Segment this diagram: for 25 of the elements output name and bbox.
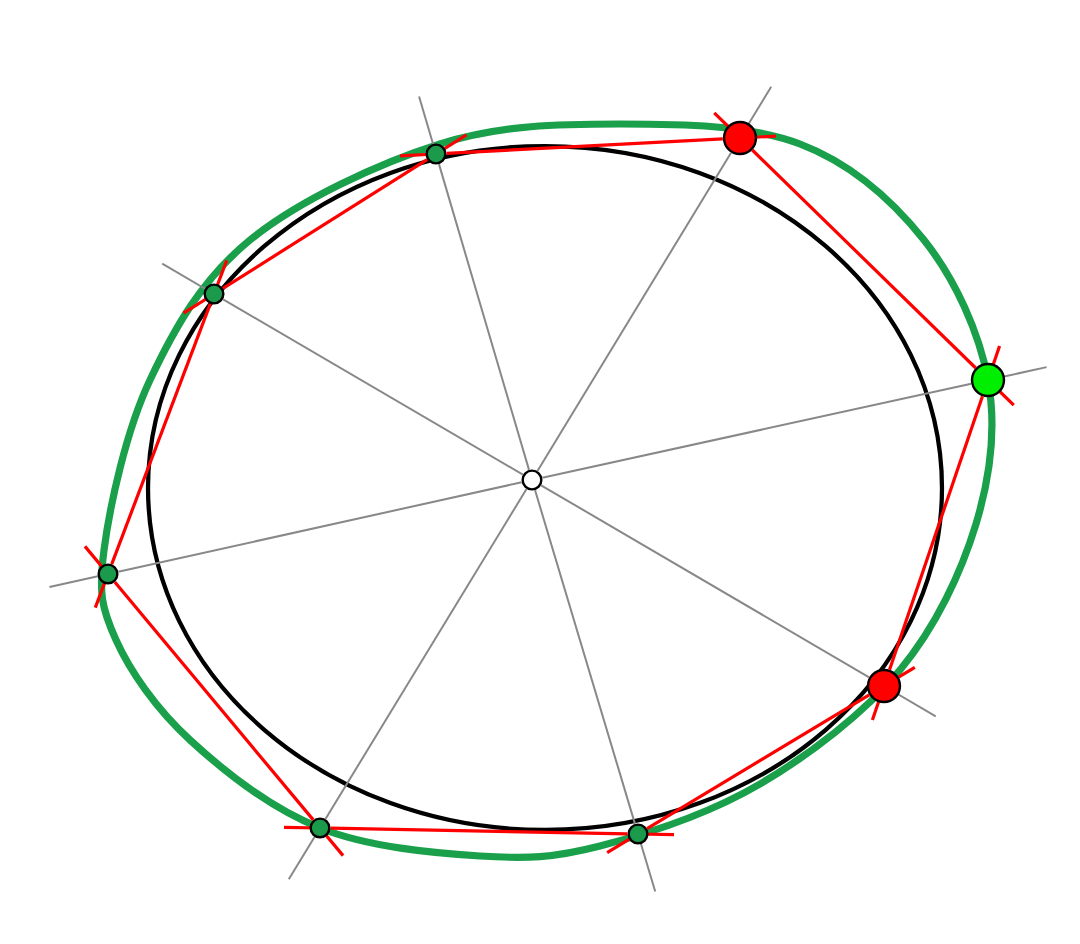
tangent-segment: [446, 137, 723, 156]
marked-point: [722, 120, 758, 156]
ray: [536, 151, 733, 472]
marked-point: [970, 362, 1006, 398]
point: [309, 817, 331, 839]
marked-point: [866, 668, 902, 704]
tangent-segment: [113, 581, 315, 821]
tangent-segment: [330, 826, 628, 836]
tangent-segment: [222, 158, 428, 290]
tangent-segment: [888, 395, 984, 671]
center-point: [521, 469, 543, 491]
ray: [438, 163, 530, 471]
tangent-segment: [110, 303, 212, 565]
ray: [117, 481, 523, 573]
point: [97, 563, 119, 585]
point: [203, 283, 225, 305]
ray: [540, 484, 871, 679]
ray: [534, 489, 636, 825]
point: [627, 823, 649, 845]
ray: [541, 382, 973, 479]
point: [425, 143, 447, 165]
tangent-segment: [751, 148, 977, 370]
ray: [324, 488, 528, 820]
tangent-segment: [646, 693, 871, 830]
ray: [222, 298, 524, 476]
